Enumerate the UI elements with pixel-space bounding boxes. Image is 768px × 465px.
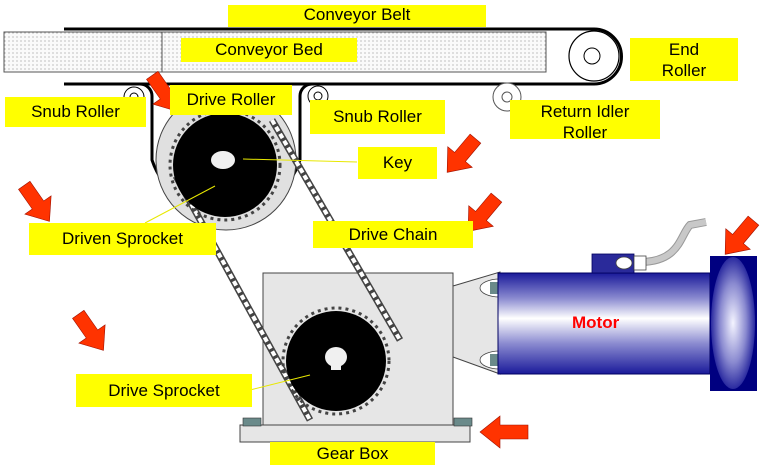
label-driven-sprocket: Driven Sprocket: [29, 223, 216, 255]
label-conveyor-bed: Conveyor Bed: [181, 38, 357, 62]
label-drive-chain: Drive Chain: [313, 221, 473, 248]
drive-chain-links: [174, 118, 402, 421]
label-end-roller: End Roller: [630, 38, 738, 81]
label-snub-roller-right: Snub Roller: [310, 100, 445, 134]
return-idler-hub: [501, 91, 513, 103]
drive-sprocket-key-slot: [331, 364, 341, 370]
label-motor: Motor: [572, 313, 620, 332]
drive-sprocket-leader-line: [249, 374, 311, 391]
snub-roller-right-hub: [313, 91, 323, 101]
arrow-key-icon: [446, 133, 482, 173]
conduit-fitting-end: [615, 256, 633, 270]
conveyor-bed: [3, 31, 163, 73]
gear-box-bolt-right: [453, 417, 473, 427]
label-return-idler-roller: Return Idler Roller: [510, 100, 660, 142]
conveyor-belt: [64, 27, 623, 86]
key-leader-line: [242, 158, 358, 163]
motor-body: [497, 272, 711, 375]
drive-sprocket: [281, 306, 391, 416]
label-return-idler-line1: Return Idler: [540, 102, 630, 121]
drive-sprocket-keyway: [325, 347, 347, 367]
label-drive-sprocket: Drive Sprocket: [76, 374, 252, 407]
arrow-drive-sprocket-icon: [72, 309, 106, 351]
motor-conduit-inner: [639, 219, 707, 265]
gear-box-base: [239, 424, 471, 443]
motor-end-cap-face: [711, 257, 755, 389]
driven-sprocket: [168, 108, 282, 222]
arrow-motor-end-cap-icon: [724, 215, 760, 255]
label-end-roller-line2: Roller: [661, 61, 707, 80]
conduit-fitting: [633, 255, 647, 271]
arrow-driven-sprocket-icon: [18, 180, 52, 222]
label-drive-roller: Drive Roller: [170, 85, 292, 115]
label-key: Key: [358, 147, 437, 179]
label-snub-roller-left: Snub Roller: [5, 97, 146, 127]
coupling-nut-top: [490, 282, 500, 294]
gear-box-bolt-left: [242, 417, 262, 427]
label-conveyor-belt: Conveyor Belt: [228, 5, 486, 27]
label-gear-box: Gear Box: [270, 442, 435, 465]
arrow-gear-box-icon: [479, 415, 529, 449]
driven-sprocket-keyway: [211, 151, 235, 169]
label-return-idler-line2: Roller: [562, 123, 608, 142]
driven-sprocket-leader-line: [144, 185, 216, 224]
arrow-drive-chain-icon: [467, 192, 503, 232]
coupling-nut-bottom: [490, 354, 500, 366]
label-end-roller-line1: End: [668, 40, 700, 59]
motor-conduit: [639, 218, 707, 266]
end-roller-hub: [583, 47, 601, 65]
